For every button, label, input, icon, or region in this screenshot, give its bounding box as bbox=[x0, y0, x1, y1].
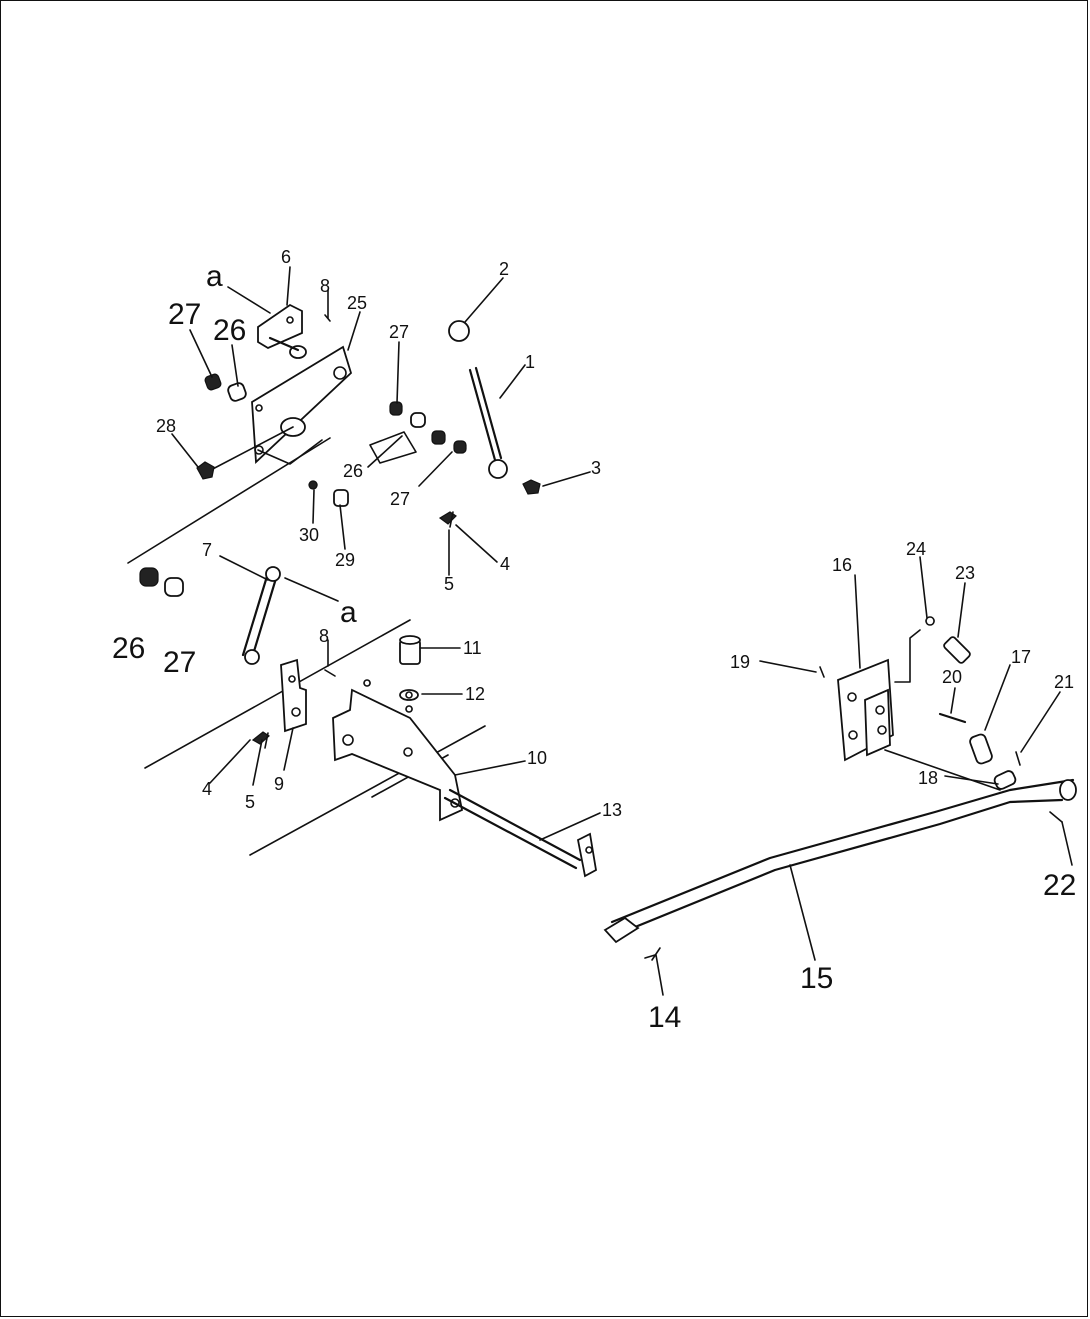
label-6: 6 bbox=[281, 247, 291, 267]
label-7: 7 bbox=[202, 540, 212, 560]
label-29: 29 bbox=[335, 550, 355, 570]
label-4-upper: 4 bbox=[500, 554, 510, 574]
label-1: 1 bbox=[525, 352, 535, 372]
label-a-upper: a bbox=[206, 260, 223, 293]
label-27-lower-left: 27 bbox=[163, 646, 196, 679]
label-3: 3 bbox=[591, 458, 601, 478]
bracket-10 bbox=[332, 635, 464, 822]
leader-lines bbox=[171, 266, 1073, 996]
label-15: 15 bbox=[800, 962, 833, 995]
label-27-middle-top: 27 bbox=[389, 322, 409, 342]
label-27-upper-left: 27 bbox=[168, 298, 201, 331]
label-11: 11 bbox=[463, 638, 482, 658]
label-20: 20 bbox=[942, 667, 962, 687]
label-5-upper: 5 bbox=[444, 574, 454, 594]
label-25: 25 bbox=[347, 293, 367, 313]
label-26-upper-left: 26 bbox=[213, 314, 246, 347]
shaft-13 bbox=[443, 788, 597, 878]
upper-left-nuts bbox=[196, 373, 247, 480]
lever-1 bbox=[448, 320, 541, 495]
label-26-middle: 26 bbox=[343, 461, 363, 481]
bracket-9 bbox=[251, 658, 336, 749]
right-small-parts bbox=[925, 616, 1063, 823]
label-12: 12 bbox=[465, 684, 485, 704]
long-rod-15 bbox=[603, 778, 1077, 961]
label-22: 22 bbox=[1043, 869, 1076, 902]
callout-labels: 2 1 3 4 5 6 a 8 25 27 26 28 27 26 27 30 … bbox=[112, 247, 1076, 1034]
label-26-lower-left: 26 bbox=[112, 632, 145, 665]
label-8-upper: 8 bbox=[320, 276, 330, 296]
label-17: 17 bbox=[1011, 647, 1031, 667]
label-30: 30 bbox=[299, 525, 319, 545]
bracket-plate-25 bbox=[206, 345, 353, 473]
label-16: 16 bbox=[832, 555, 852, 575]
label-24: 24 bbox=[906, 539, 926, 559]
label-a-lower: a bbox=[340, 596, 357, 629]
label-14: 14 bbox=[648, 1001, 681, 1034]
label-9: 9 bbox=[274, 774, 284, 794]
label-19: 19 bbox=[730, 652, 750, 672]
label-5-lower: 5 bbox=[245, 792, 255, 812]
middle-nuts bbox=[308, 401, 467, 528]
label-13: 13 bbox=[602, 800, 622, 820]
label-28: 28 bbox=[156, 416, 176, 436]
link-rod-7 bbox=[241, 566, 281, 665]
label-4-lower: 4 bbox=[202, 779, 212, 799]
label-27-middle: 27 bbox=[390, 489, 410, 509]
label-21: 21 bbox=[1054, 672, 1074, 692]
label-23: 23 bbox=[955, 563, 975, 583]
bracket-16 bbox=[819, 629, 1001, 791]
label-18: 18 bbox=[918, 768, 938, 788]
pin-bracket-6 bbox=[257, 303, 331, 359]
label-10: 10 bbox=[527, 748, 547, 768]
label-2: 2 bbox=[499, 259, 509, 279]
label-8-lower: 8 bbox=[319, 626, 329, 646]
lower-left-nuts bbox=[139, 567, 184, 597]
